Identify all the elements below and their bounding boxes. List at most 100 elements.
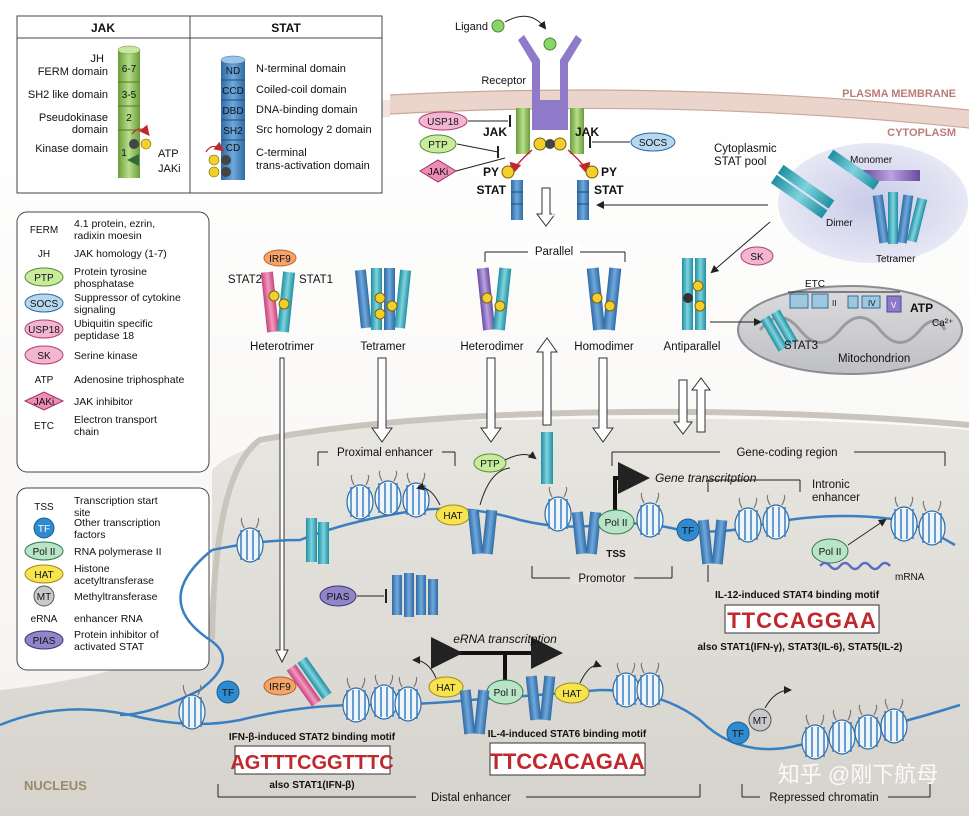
ptp-inhibit xyxy=(456,143,499,153)
arrow-homodimer-down xyxy=(592,357,614,443)
jaki-text: JAKi xyxy=(428,167,449,178)
jak-left-body xyxy=(516,108,530,154)
nucleosome xyxy=(374,470,402,516)
nucleosome xyxy=(918,500,946,546)
pol2-lower-text: Pol II xyxy=(494,688,517,699)
jak-seg-1: 1 xyxy=(121,148,127,159)
jak-autophos-arrow xyxy=(131,124,150,137)
legend-text: Serine kinase xyxy=(74,350,138,362)
legend-abbr: SK xyxy=(37,351,51,362)
plasma-membrane-label: PLASMA MEMBRANE xyxy=(842,88,956,100)
distal-enhancer-label: Distal enhancer xyxy=(431,792,511,804)
legend-abbr: JAKi xyxy=(34,397,55,408)
irf9-oval xyxy=(263,249,297,267)
erna-label: eRNA transcritption xyxy=(453,632,557,646)
hat-lower-left-arrow xyxy=(412,656,437,679)
mito-cristae xyxy=(758,316,947,344)
nucleosome xyxy=(178,684,206,730)
jak-left-label: JAK xyxy=(483,125,507,139)
heterotrimer-label: Heterotrimer xyxy=(250,341,314,353)
py-right-dot xyxy=(585,165,599,179)
tetramer-label: Tetramer xyxy=(360,341,406,353)
legend-abbr: FERM xyxy=(30,225,58,236)
pool-to-antiparallel xyxy=(710,221,771,274)
nucleosome xyxy=(636,492,664,538)
jak-seg-35: 3-5 xyxy=(122,90,137,101)
arrow-heterotrimer-down xyxy=(275,357,289,664)
svg-text:IV: IV xyxy=(868,299,876,308)
jak-jh-label: JH xyxy=(91,53,105,65)
monomer-cyl xyxy=(862,170,920,181)
etc-label: ETC xyxy=(805,279,825,290)
nucleus-label: NUCLEUS xyxy=(24,778,87,793)
stat-proximal-bound xyxy=(467,509,498,555)
jak-atp-label: ATP xyxy=(158,148,179,160)
tf-repressed-text: TF xyxy=(732,729,744,740)
stat-cd-label-2: trans-activation domain xyxy=(256,160,370,172)
legend-badge xyxy=(24,267,64,287)
nucleosome xyxy=(762,494,790,540)
arrow-antiparallel-down xyxy=(673,379,693,435)
repressed-label: Repressed chromatin xyxy=(769,792,878,804)
pol2-mrna-pill xyxy=(811,538,849,564)
mt-circle xyxy=(748,708,772,732)
cytoplasm-label: CYTOPLASM xyxy=(887,127,956,139)
hat-lower-right-text: HAT xyxy=(562,689,581,700)
monomer-label: Monomer xyxy=(850,155,893,166)
promotor-label: Promotor xyxy=(578,573,625,585)
gene-coding-label: Gene-coding region xyxy=(736,447,837,459)
tf-lower-circle xyxy=(216,680,240,704)
nucleosome xyxy=(636,662,664,708)
py-left-dot xyxy=(501,165,515,179)
promotor-label-bg xyxy=(570,570,634,584)
nucleosome xyxy=(370,674,398,720)
legend-abbr: PTP xyxy=(34,273,54,284)
homodimer-stats xyxy=(586,267,622,331)
watermark: 知乎 @刚下航母 xyxy=(778,762,938,787)
stat-box-title: STAT xyxy=(271,21,301,35)
nucleosome xyxy=(342,677,370,723)
sk-text: SK xyxy=(750,252,764,263)
antiparallel-stats xyxy=(682,258,706,330)
proximal-label-bg xyxy=(328,443,442,459)
pool-label-1: Cytoplasmic xyxy=(714,143,777,155)
jak-py-site xyxy=(140,138,152,150)
domain-box xyxy=(16,15,383,194)
jak-right-body xyxy=(570,108,584,154)
gene-coding-label-bg xyxy=(720,443,854,459)
plasma-membrane-line-2 xyxy=(389,107,969,129)
hat-lower-right-arrow xyxy=(579,660,602,684)
mrna-label: mRNA xyxy=(895,572,925,583)
parallel-label: Parallel xyxy=(535,246,573,258)
legend-abbr: TF xyxy=(38,524,50,535)
ptp-nuc-arrow xyxy=(504,451,537,461)
stat6-bound xyxy=(459,675,556,735)
heterodimer-stats xyxy=(476,267,512,331)
nucleosome xyxy=(854,704,882,750)
mito-atp-label: ATP xyxy=(910,301,933,315)
jak-y-site xyxy=(129,139,139,149)
legend-nuclear xyxy=(16,487,210,671)
ligand-arrow xyxy=(504,15,547,30)
arrow-heterodimer-down xyxy=(480,357,502,443)
legend-badge xyxy=(24,319,64,339)
legend-badge xyxy=(24,630,64,650)
nucleosome xyxy=(828,709,856,755)
stat-y-site xyxy=(221,155,231,165)
stat-cd-abbr: CD xyxy=(226,143,240,154)
tetramer-pool-label: Tetramer xyxy=(876,254,916,265)
mt-text: MT xyxy=(753,716,767,727)
legend-text: Adenosine triphosphate xyxy=(74,374,184,386)
hat-lower-left-text: HAT xyxy=(436,683,455,694)
stat-phos-arrow xyxy=(205,141,224,153)
mitochondrion-label: Mitochondrion xyxy=(838,353,910,365)
nucleosome xyxy=(544,486,572,532)
irf9-lower-oval xyxy=(263,676,297,696)
homodimer-label: Homodimer xyxy=(574,341,634,353)
stat-dbd-abbr: DBD xyxy=(222,106,243,117)
